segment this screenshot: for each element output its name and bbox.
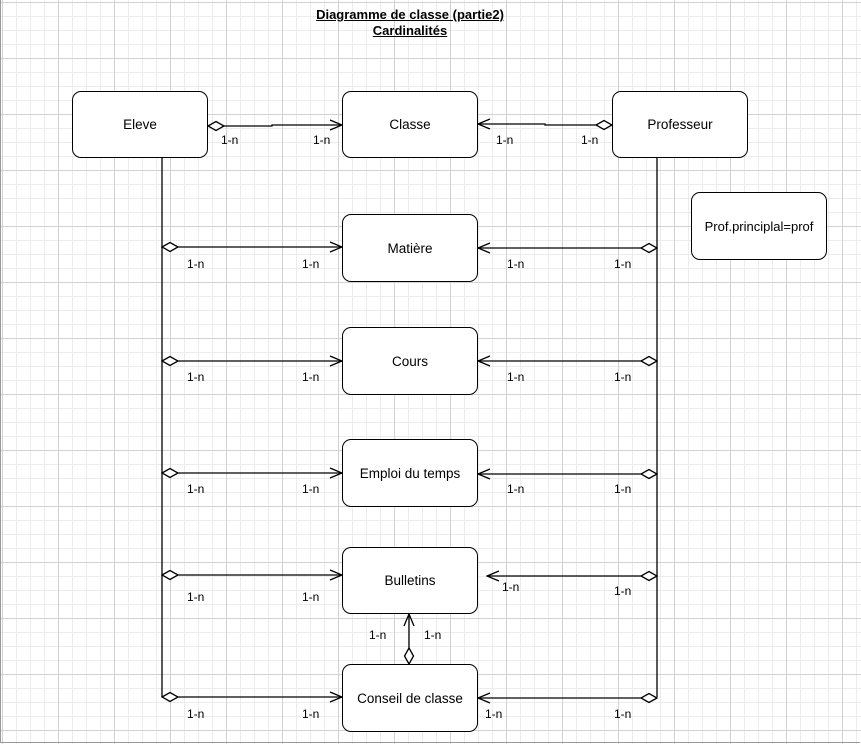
cardinality-label: 1-n bbox=[187, 482, 205, 496]
cardinality-label: 1-n bbox=[187, 370, 205, 384]
class-matiere: Matière bbox=[342, 214, 478, 282]
diagram-title-line2: Cardinalités bbox=[372, 23, 448, 38]
cardinality-label: 1-n bbox=[302, 257, 320, 271]
class-bulletins-label: Bulletins bbox=[384, 573, 436, 588]
cardinality-label: 1-n bbox=[502, 580, 520, 594]
class-emploi-du-temps: Emploi du temps bbox=[342, 439, 478, 507]
cardinality-label: 1-n bbox=[221, 133, 239, 147]
class-eleve: Eleve bbox=[72, 91, 208, 158]
cardinality-label: 1-n bbox=[369, 628, 387, 642]
class-classe-label: Classe bbox=[389, 117, 431, 132]
cardinality-label: 1-n bbox=[614, 370, 632, 384]
cardinality-label: 1-n bbox=[187, 257, 205, 271]
cardinality-label: 1-n bbox=[507, 257, 525, 271]
class-cours-label: Cours bbox=[391, 353, 428, 369]
diagram-title: Diagramme de classe (partie2) Cardinalit… bbox=[230, 7, 590, 39]
diagram-title-line1: Diagramme de classe (partie2) bbox=[316, 7, 504, 22]
cardinality-label: 1-n bbox=[507, 482, 525, 496]
note-prof-principal: Prof.principlal=prof bbox=[691, 192, 827, 260]
cardinality-label: 1-n bbox=[614, 584, 632, 598]
cardinality-label: 1-n bbox=[187, 590, 205, 604]
class-professeur: Professeur bbox=[612, 91, 748, 158]
cardinality-label: 1-n bbox=[507, 370, 525, 384]
note-prof-principal-label: Prof.principlal=prof bbox=[704, 218, 814, 234]
cardinality-label: 1-n bbox=[485, 707, 503, 721]
cardinality-label: 1-n bbox=[302, 482, 320, 496]
class-cours: Cours bbox=[342, 327, 478, 395]
class-conseil-de-classe: Conseil de classe bbox=[342, 664, 478, 732]
cardinality-label: 1-n bbox=[424, 628, 442, 642]
cardinality-label: 1-n bbox=[614, 482, 632, 496]
class-bulletins: Bulletins bbox=[342, 547, 478, 614]
class-matiere-label: Matière bbox=[387, 240, 433, 256]
edge-eleve-classe bbox=[208, 125, 342, 126]
edge-professeur-classe bbox=[478, 124, 612, 125]
cardinality-label: 1-n bbox=[496, 133, 514, 147]
class-classe: Classe bbox=[342, 91, 478, 158]
cardinality-label: 1-n bbox=[313, 133, 331, 147]
cardinality-label: 1-n bbox=[187, 707, 205, 721]
class-conseil-de-classe-label: Conseil de classe bbox=[357, 690, 463, 706]
class-professeur-label: Professeur bbox=[647, 117, 713, 132]
cardinality-label: 1-n bbox=[581, 133, 599, 147]
cardinality-label: 1-n bbox=[614, 707, 632, 721]
cardinality-label: 1-n bbox=[302, 370, 320, 384]
class-emploi-du-temps-label: Emploi du temps bbox=[359, 465, 461, 481]
cardinality-label: 1-n bbox=[302, 707, 320, 721]
cardinality-label: 1-n bbox=[302, 590, 320, 604]
cardinality-label: 1-n bbox=[614, 257, 632, 271]
class-eleve-label: Eleve bbox=[123, 117, 157, 132]
